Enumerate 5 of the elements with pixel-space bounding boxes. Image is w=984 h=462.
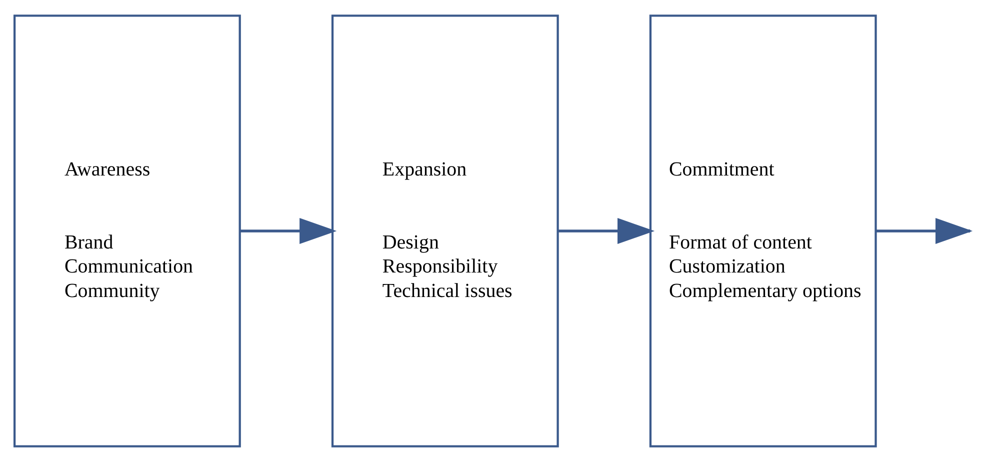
node-box: Commitment Format of content Customization Complementary options [649, 14, 877, 448]
node-box: Expansion Design Responsibility Technical issues [331, 14, 559, 448]
node-box: Awareness Brand Communication Community [13, 14, 241, 448]
arrow [240, 218, 337, 244]
arrow [558, 218, 655, 244]
